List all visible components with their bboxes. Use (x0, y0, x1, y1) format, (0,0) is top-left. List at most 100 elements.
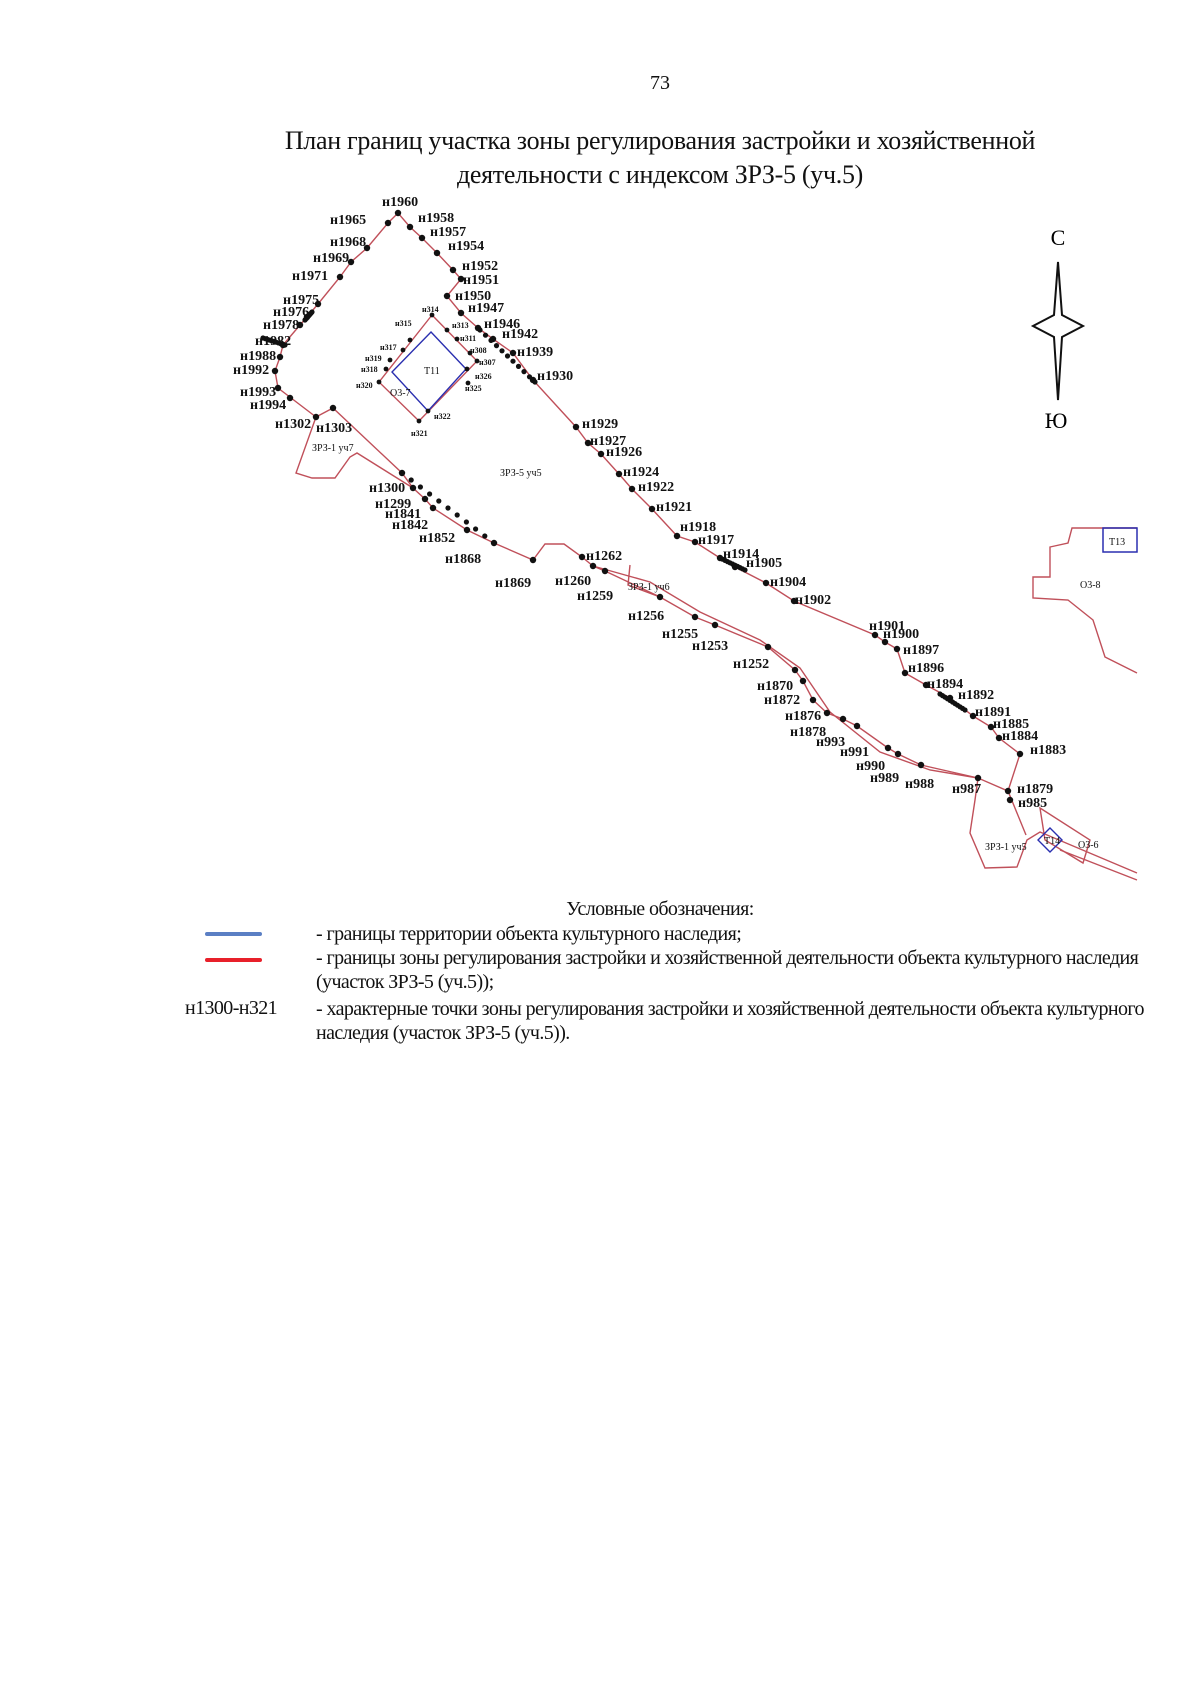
boundary-point (449, 266, 457, 274)
boundary-point (917, 761, 925, 769)
boundary-point (509, 349, 517, 357)
boundary-point (529, 556, 537, 564)
boundary-point-small (425, 408, 431, 414)
point-label: н1924 (623, 465, 659, 480)
point-label: н1971 (292, 269, 328, 284)
boundary-point (597, 450, 605, 458)
t13-territory-boundary (1102, 527, 1138, 553)
boundary-point-small (376, 379, 382, 385)
zrz1-uch5-boundary (969, 777, 1138, 874)
t14-territory-boundary (1037, 827, 1063, 853)
point-label: н1872 (764, 693, 800, 708)
boundary-point (799, 677, 807, 685)
point-label-small: н313 (452, 321, 469, 330)
point-label: н1946 (484, 317, 520, 332)
point-label: н1952 (462, 259, 498, 274)
boundary-point (764, 643, 772, 651)
point-label: н1917 (698, 533, 734, 548)
point-label: н1262 (586, 549, 622, 564)
point-label: н1879 (1017, 782, 1053, 797)
boundary-point (969, 712, 977, 720)
title-line-2: деятельности с индексом ЗРЗ-5 (уч.5) (456, 160, 864, 189)
boundary-point-dense (510, 358, 516, 364)
point-label-small: н318 (361, 365, 378, 374)
point-label: н1869 (495, 576, 531, 591)
point-label: н1260 (555, 574, 591, 589)
point-label: н1894 (927, 677, 963, 692)
boundary-point (314, 300, 322, 308)
boundary-point-small (465, 380, 471, 386)
boundary-point (823, 709, 831, 717)
boundary-point (286, 394, 294, 402)
boundary-point-small (387, 357, 393, 363)
point-label: н1993 (240, 385, 276, 400)
boundary-point (995, 734, 1003, 742)
boundary-point (974, 774, 982, 782)
boundary-point-dense (526, 374, 533, 380)
boundary-point-dense (454, 512, 460, 518)
boundary-point (418, 234, 426, 242)
boundary-point (871, 631, 879, 639)
boundary-point (276, 353, 284, 361)
boundary-point (443, 292, 451, 300)
boundary-point-small (383, 366, 389, 372)
object-label: Т13 (1109, 537, 1125, 548)
point-label: н987 (952, 782, 981, 797)
boundary-point (384, 219, 392, 227)
point-label: н1255 (662, 627, 698, 642)
boundary-point-dense (463, 519, 469, 525)
point-label: н985 (1018, 796, 1047, 811)
title-line-1: План границ участка зоны регулирования з… (284, 126, 1036, 155)
point-label: н988 (905, 777, 934, 792)
point-label: н1921 (656, 500, 692, 515)
o3-6-edge (1059, 849, 1138, 881)
boundary-point-dense (427, 491, 433, 497)
boundary-point (296, 321, 304, 329)
point-label: н1303 (316, 421, 352, 436)
point-label-small: н314 (422, 305, 439, 314)
point-label: н1947 (468, 301, 504, 316)
point-label-small: н308 (470, 346, 487, 355)
map-points (260, 209, 1024, 804)
point-label: н1965 (330, 213, 366, 228)
point-label: н1905 (746, 556, 782, 571)
boundary-point-dense (482, 533, 488, 539)
compass: С Ю (1030, 225, 1086, 433)
boundary-point (987, 723, 995, 731)
boundary-point-dense (521, 369, 527, 375)
boundary-point-dense (491, 540, 497, 546)
boundary-point (589, 562, 597, 570)
boundary-point (394, 209, 402, 217)
boundary-point-dense (399, 470, 405, 476)
point-label: н1841 (385, 507, 421, 522)
point-label-small: н311 (460, 334, 476, 343)
boundary-point-dense (445, 505, 451, 511)
boundary-point (656, 593, 664, 601)
legend-item-zone: - границы зоны регулирования застройки и… (316, 947, 1139, 993)
point-label: н1951 (463, 273, 499, 288)
boundary-point (463, 526, 471, 534)
boundary-point-dense (309, 309, 315, 315)
boundary-point-dense (473, 526, 479, 532)
point-label-small: н319 (365, 354, 382, 363)
point-label: н991 (840, 745, 869, 760)
page-title: План границ участка зоны регулирования з… (180, 124, 1140, 192)
map-lines (274, 211, 1138, 881)
point-label: н1259 (577, 589, 613, 604)
boundary-point (1004, 787, 1012, 795)
legend-blue-line (205, 932, 262, 936)
boundary-point (1006, 796, 1014, 804)
o3-6-boundary (1039, 806, 1091, 865)
boundary-point (791, 666, 799, 674)
point-label: н1885 (993, 717, 1029, 732)
boundary-point (628, 485, 636, 493)
zone-label: О3-8 (1080, 580, 1101, 591)
boundary-point (809, 696, 817, 704)
boundary-point-small (407, 337, 413, 343)
point-label: н1976 (273, 305, 309, 320)
legend-red-line (205, 958, 262, 962)
boundary-point (893, 645, 901, 653)
boundary-point (409, 484, 417, 492)
